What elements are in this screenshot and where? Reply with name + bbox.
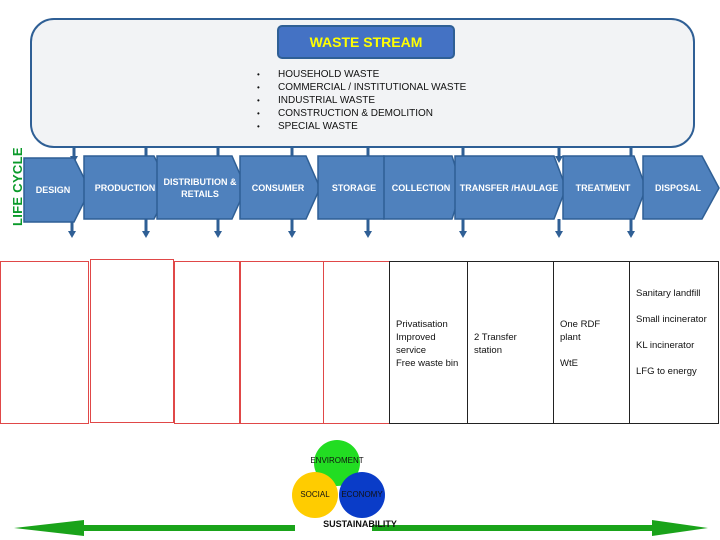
sustainability-graphic <box>14 440 708 536</box>
detail-text: service <box>396 345 427 356</box>
detail-text <box>636 352 707 365</box>
detail-cell-transfer: 2 Transfer station <box>467 261 554 424</box>
stage-disposal-shape <box>642 155 720 220</box>
detail-text: Sanitary landfill <box>636 288 701 299</box>
stage-collection: COLLECTION <box>391 182 451 193</box>
detail-text: Privatisation <box>396 319 448 330</box>
detail-text <box>560 344 600 357</box>
economy-circle <box>339 472 385 518</box>
detail-text: One RDF <box>560 319 601 330</box>
sustainability-arrow-right <box>372 520 708 536</box>
stage-design-shape <box>23 157 91 223</box>
detail-cell-production <box>90 259 174 423</box>
social-label: SOCIAL <box>300 490 330 499</box>
waste-stream-title: WASTE STREAM <box>277 25 455 59</box>
environment-circle <box>314 440 360 486</box>
social-circle <box>292 472 338 518</box>
detail-text: station <box>474 345 502 356</box>
waste-item: HOUSEHOLD WASTE <box>256 68 466 81</box>
stage-transfer-shape <box>454 155 567 220</box>
stage-design: DESIGN <box>35 185 71 195</box>
waste-item: SPECIAL WASTE <box>256 120 466 133</box>
detail-text: Free waste bin <box>396 358 459 369</box>
stage-transfer: TRANSFER /HAULAGE <box>459 182 559 193</box>
sustainability-arrow-left <box>14 520 295 536</box>
sustainability-label: SUSTAINABILITY <box>323 519 397 529</box>
stage-storage: STORAGE <box>331 182 377 193</box>
economy-label: ECONOMY <box>341 490 383 499</box>
waste-item: CONSTRUCTION & DEMOLITION <box>256 107 466 120</box>
stage-treatment: TREATMENT <box>575 182 631 193</box>
stage-consumer: CONSUMER <box>251 182 305 193</box>
detail-text: KL incinerator <box>636 340 695 351</box>
stage-distribution-shape <box>156 155 247 220</box>
stage-treatment-shape <box>562 155 647 220</box>
detail-cell-storage <box>323 261 390 424</box>
detail-text: plant <box>560 332 581 343</box>
detail-text: Improved <box>396 332 436 343</box>
detail-cell-consumer <box>240 261 324 424</box>
stage-consumer-shape <box>239 155 321 220</box>
detail-text <box>636 326 707 339</box>
connector-arrows-bottom <box>68 219 635 238</box>
detail-text <box>636 300 707 313</box>
stage-disposal: DISPOSAL <box>654 182 701 193</box>
detail-cell-collection: Privatisation Improved service Free wast… <box>389 261 468 424</box>
detail-cell-design <box>0 261 89 424</box>
detail-cell-treatment: One RDF plant WtE <box>553 261 631 424</box>
detail-text: WtE <box>560 358 578 369</box>
waste-stream-list: HOUSEHOLD WASTE COMMERCIAL / INSTITUTION… <box>256 68 466 133</box>
detail-text: LFG to energy <box>636 366 697 377</box>
stage-production: PRODUCTION <box>94 182 156 193</box>
stage-distribution: DISTRIBUTION & RETAILS <box>163 176 237 199</box>
detail-text: 2 Transfer <box>474 332 517 343</box>
life-cycle-chevrons <box>23 148 720 238</box>
waste-item: COMMERCIAL / INSTITUTIONAL WASTE <box>256 81 466 94</box>
detail-cell-disposal: Sanitary landfill Small incinerator KL i… <box>629 261 719 424</box>
detail-text: Small incinerator <box>636 314 707 325</box>
waste-item: INDUSTRIAL WASTE <box>256 94 466 107</box>
detail-cell-distribution <box>174 261 240 424</box>
environment-label: ENVIROMENT <box>310 456 364 465</box>
